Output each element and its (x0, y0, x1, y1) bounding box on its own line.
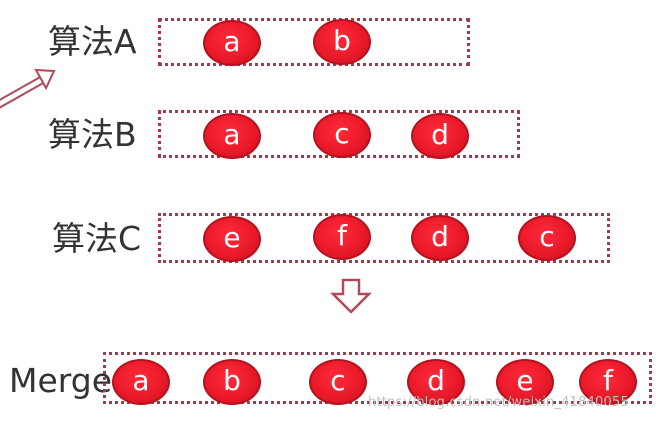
node-algo-a-1: a (203, 20, 261, 66)
row-label-merge: Merge (9, 361, 113, 400)
node-algo-c-3: d (411, 215, 469, 261)
node-merge-6: f (579, 359, 637, 405)
node-algo-c-4: c (518, 215, 576, 261)
row-label-algo-a: 算法A (48, 22, 137, 61)
node-merge-5: e (496, 359, 554, 405)
node-algo-c-1: e (203, 216, 261, 262)
down-arrow-icon (329, 278, 373, 314)
row-label-algo-b: 算法B (48, 115, 137, 154)
row-box-merge (103, 352, 652, 404)
node-algo-a-2: b (313, 19, 371, 65)
watermark: https://blog.csdn.net/weixin_41840055 (368, 395, 629, 410)
node-algo-c-2: f (313, 214, 371, 260)
node-algo-b-1: a (203, 113, 261, 159)
node-merge-3: c (309, 359, 367, 405)
node-algo-b-3: d (411, 113, 469, 159)
row-box-algo-c (158, 213, 610, 263)
row-box-algo-a (158, 18, 470, 66)
row-label-algo-c: 算法C (52, 219, 142, 258)
node-algo-b-2: c (313, 112, 371, 158)
node-merge-4: d (407, 359, 465, 405)
incoming-arrow-icon (0, 68, 56, 109)
node-merge-1: a (112, 359, 170, 405)
node-merge-2: b (203, 359, 261, 405)
